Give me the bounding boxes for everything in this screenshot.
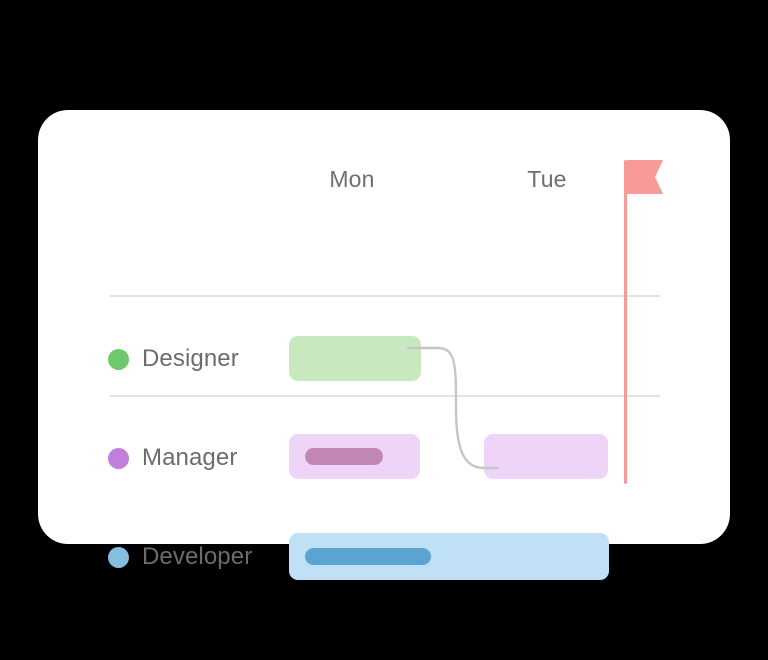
role-dot-icon (108, 447, 129, 469)
milestone-marker[interactable] (624, 160, 666, 484)
milestone-flag-icon (627, 160, 663, 194)
dependency-connector (406, 346, 500, 470)
task-bar-manager-mon[interactable] (289, 434, 420, 479)
row-label-text: Manager (142, 444, 238, 471)
row-label-developer[interactable]: Developer (108, 540, 252, 574)
task-bar-developer[interactable] (289, 533, 609, 580)
dependency-path (406, 346, 500, 470)
row-label-manager[interactable]: Manager (108, 441, 237, 475)
row-divider (110, 395, 660, 397)
milestone-pole-icon (624, 160, 627, 484)
task-bar-designer[interactable] (289, 336, 421, 381)
task-progress-manager (305, 448, 383, 465)
row-label-text: Developer (142, 543, 253, 570)
role-dot-icon (108, 348, 129, 370)
task-bar-manager-tue[interactable] (484, 434, 608, 479)
day-header-tue[interactable]: Tue (527, 166, 567, 192)
role-dot-icon (108, 546, 129, 568)
task-progress-developer (305, 548, 431, 565)
timeline-grid: Mon Tue Designer Manager Developer (38, 110, 730, 580)
row-label-designer[interactable]: Designer (108, 342, 239, 376)
row-label-text: Designer (142, 345, 239, 372)
gantt-card: Mon Tue Designer Manager Developer (38, 110, 730, 580)
row-divider (110, 295, 660, 297)
day-header-mon[interactable]: Mon (329, 166, 375, 192)
